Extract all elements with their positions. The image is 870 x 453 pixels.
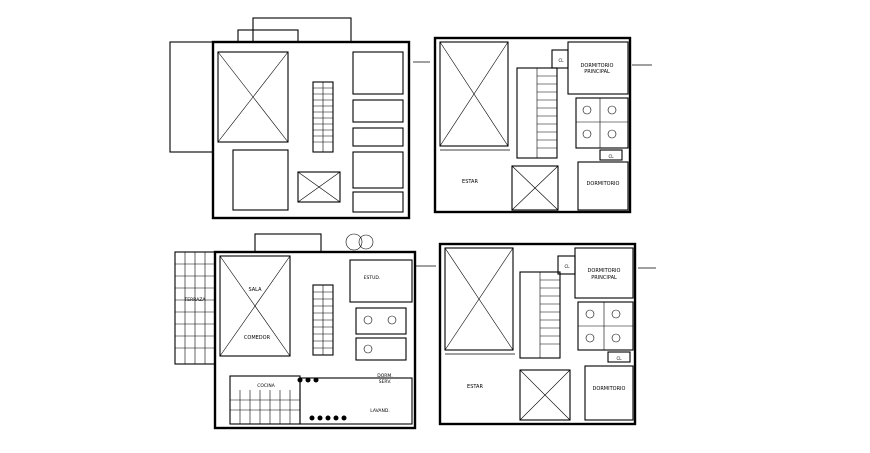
plan-bottom-right: CL DORMITORIO PRINCIPAL CL ESTAR DORMITO… — [438, 242, 656, 426]
exterior-wall — [433, 36, 632, 214]
master-bedroom-label-1: DORMITORIO — [588, 268, 621, 274]
void-area — [219, 255, 291, 357]
closet-top — [551, 49, 569, 69]
bathroom-1 — [355, 307, 407, 335]
stair-treads — [536, 68, 557, 158]
master-bedroom-label-1: DORMITORIO — [581, 63, 614, 69]
plan-top-left — [169, 17, 430, 220]
closet-top — [557, 255, 576, 275]
master-bedroom-label-2: PRINCIPAL — [591, 275, 617, 281]
entrance-porch — [254, 233, 322, 253]
hall-box — [297, 171, 341, 203]
closet-label-top: CL — [564, 264, 570, 269]
bathroom-2 — [355, 337, 407, 361]
room-lower — [232, 149, 289, 211]
stair-treads — [539, 272, 560, 358]
service-label-2: SERV. — [379, 379, 392, 385]
room-study — [349, 259, 413, 303]
top-projection-2 — [237, 29, 299, 43]
void-box — [511, 165, 559, 211]
terrace-label: TERRAZA — [184, 297, 207, 303]
room-bedroom — [584, 365, 634, 421]
stair-treads — [313, 82, 333, 152]
room-r5 — [352, 191, 404, 213]
plant-icon-2 — [358, 234, 374, 250]
fixtures-row — [297, 377, 347, 421]
room-r4 — [352, 151, 404, 189]
terrace-tile-grid — [174, 251, 216, 365]
exterior-wall — [438, 242, 637, 426]
room-laundry — [299, 377, 413, 425]
comedor-label: COMEDOR — [244, 335, 271, 341]
closet-label-top: CL — [558, 58, 564, 63]
closet-mid — [599, 149, 623, 161]
estar-label: ESTAR — [467, 384, 483, 390]
void-area — [217, 51, 289, 143]
void-area — [444, 247, 514, 351]
room-r3 — [352, 127, 404, 147]
void-box — [519, 369, 571, 421]
stair-treads — [313, 285, 333, 355]
room-r1 — [352, 51, 404, 95]
kitchen-floor-tiles — [230, 390, 300, 424]
plan-bottom-left: TERRAZA SALA COMEDOR ESTUD. DORM. SERV. — [174, 233, 436, 430]
bedroom-label: DORMITORIO — [587, 181, 620, 187]
study-label: ESTUD. — [364, 275, 381, 281]
master-bedroom-label-2: PRINCIPAL — [584, 69, 610, 75]
plan-top-right: CL DORMITORIO PRINCIPAL CL ESTAR DORMITO… — [433, 36, 652, 214]
room-r2 — [352, 99, 404, 123]
room-bedroom — [577, 161, 629, 211]
plant-icon — [345, 233, 363, 251]
estar-label: ESTAR — [462, 179, 478, 185]
sala-label: SALA — [248, 287, 262, 293]
service-label-1: DORM. — [377, 373, 392, 379]
side-annex — [169, 41, 214, 153]
bathroom-block — [575, 97, 629, 149]
laundry-label: LAVAND. — [370, 408, 390, 414]
bedroom-label: DORMITORIO — [593, 386, 626, 392]
closet-label-mid: CL — [608, 154, 614, 159]
kitchen-label: COCINA — [257, 383, 276, 389]
void-area — [439, 41, 509, 147]
closet-mid — [607, 351, 631, 363]
closet-label-mid: CL — [616, 356, 622, 361]
